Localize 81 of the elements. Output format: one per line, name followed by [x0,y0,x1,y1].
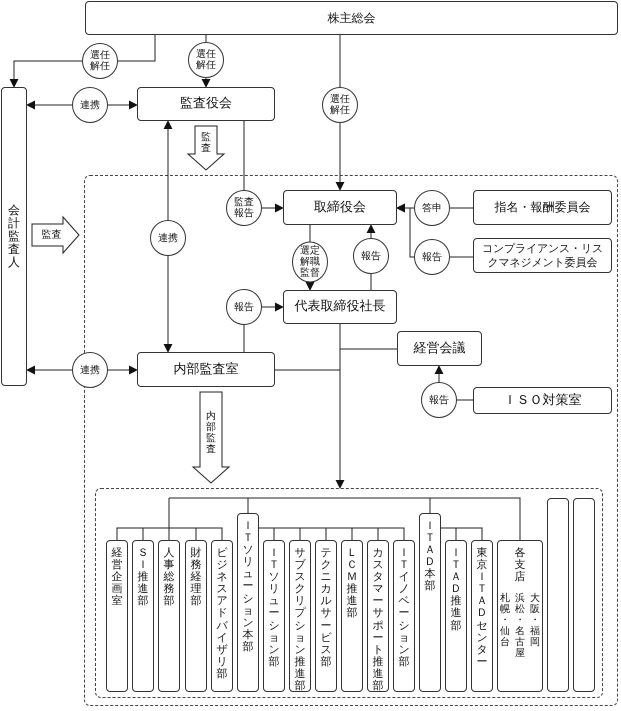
dashed-frame [95,488,603,698]
edge-label: 監査 [42,230,62,240]
unit-name: ＳＩ推進部 [138,547,148,608]
org-box [158,540,180,692]
block-arrow [192,392,230,484]
edge-label: 内部監査 [206,410,216,454]
empty-box [573,498,595,692]
org-box [473,190,612,225]
unit-name: 指名・報酬委員会 [494,200,590,215]
org-box [85,1,618,35]
org-box [211,540,233,692]
arrow [336,324,344,489]
connector-line [440,528,482,540]
unit-name: 経営企画室 [112,547,122,608]
unit-name: 取締役会 [314,200,366,216]
location-list: 浜松・名古屋 [515,593,525,660]
unit-name: 東京ＩＴＡＤセンター [476,547,488,668]
unit-name: ＩＴＡＤ本部 [424,520,436,593]
unit-name: 内部監査室 [174,362,238,378]
edge-label: 報告 [414,239,450,275]
edge-label: 答申 [414,190,450,226]
org-box [445,540,467,692]
edge-label: 選任解任 [188,42,224,78]
unit-name: 経営会議 [414,340,466,356]
org-box [137,87,275,121]
edge-label: 連携 [72,87,108,123]
unit-name: ＩＴソリューション部 [268,547,280,668]
org-box [473,238,612,273]
edge-label: 連携 [72,352,108,388]
org-box [497,540,543,692]
edge-label: 報告 [353,238,389,274]
unit-name: コンプライアンス・リスクマネジメント委員会 [481,242,604,269]
org-box [185,540,207,692]
unit-name: 株主総会 [328,10,376,26]
location-list: 札幌・仙台 [500,593,510,660]
org-box [473,387,612,414]
org-box [315,540,337,692]
unit-name: ＩＴＡＤ推進部 [450,547,462,632]
unit-name: ＩＳＯ対策室 [504,392,582,408]
org-box [419,513,441,692]
org-box [283,290,397,324]
edge-label: 報告 [226,289,262,325]
edge-label: 選定解職監督 [292,242,328,282]
edge-label: 選任解任 [82,43,118,79]
block-arrow [32,216,80,254]
org-box [397,331,482,366]
org-box [1,87,27,386]
unit-name: 監査役会 [180,96,232,112]
org-box [106,540,128,692]
unit-name: 財務経理部 [190,547,202,608]
org-box [283,190,397,225]
unit-name: 代表取締役社長 [294,299,386,315]
edge-label: 監査報告 [226,190,262,226]
connector-line [258,528,404,540]
unit-name: 人事総務部 [164,547,174,608]
org-box [137,352,275,387]
block-arrow [186,126,226,171]
unit-name: ＩＴイノベーション部 [398,547,410,668]
location-list: 大阪・福岡 [530,593,540,660]
org-box [341,540,363,692]
org-box [132,540,154,692]
org-box [289,540,311,692]
edge-label: 報告 [421,382,457,418]
unit-name: ＬＣＭ推進部 [346,547,358,620]
unit-name: カスタマーサポート推進部 [372,547,384,692]
unit-name: 各支店 [514,547,526,584]
edge-label: 選任解任 [322,87,358,123]
edge-label: 連携 [150,220,186,256]
empty-box [547,498,569,692]
edge-label: 監査 [201,132,211,154]
unit-name: 会計監査人 [8,204,20,270]
org-box [471,540,493,692]
org-box [263,540,285,692]
org-box [367,540,389,692]
unit-name: ビジネスアドバイザリ部 [216,547,228,680]
connector-line [168,498,222,540]
unit-name: ＩＴソリューション本部 [242,520,254,654]
unit-name: サブスクリプション推進部 [294,547,306,692]
org-box [237,513,259,692]
unit-name: テクニカルサービス部 [320,547,332,668]
org-box [393,540,415,692]
